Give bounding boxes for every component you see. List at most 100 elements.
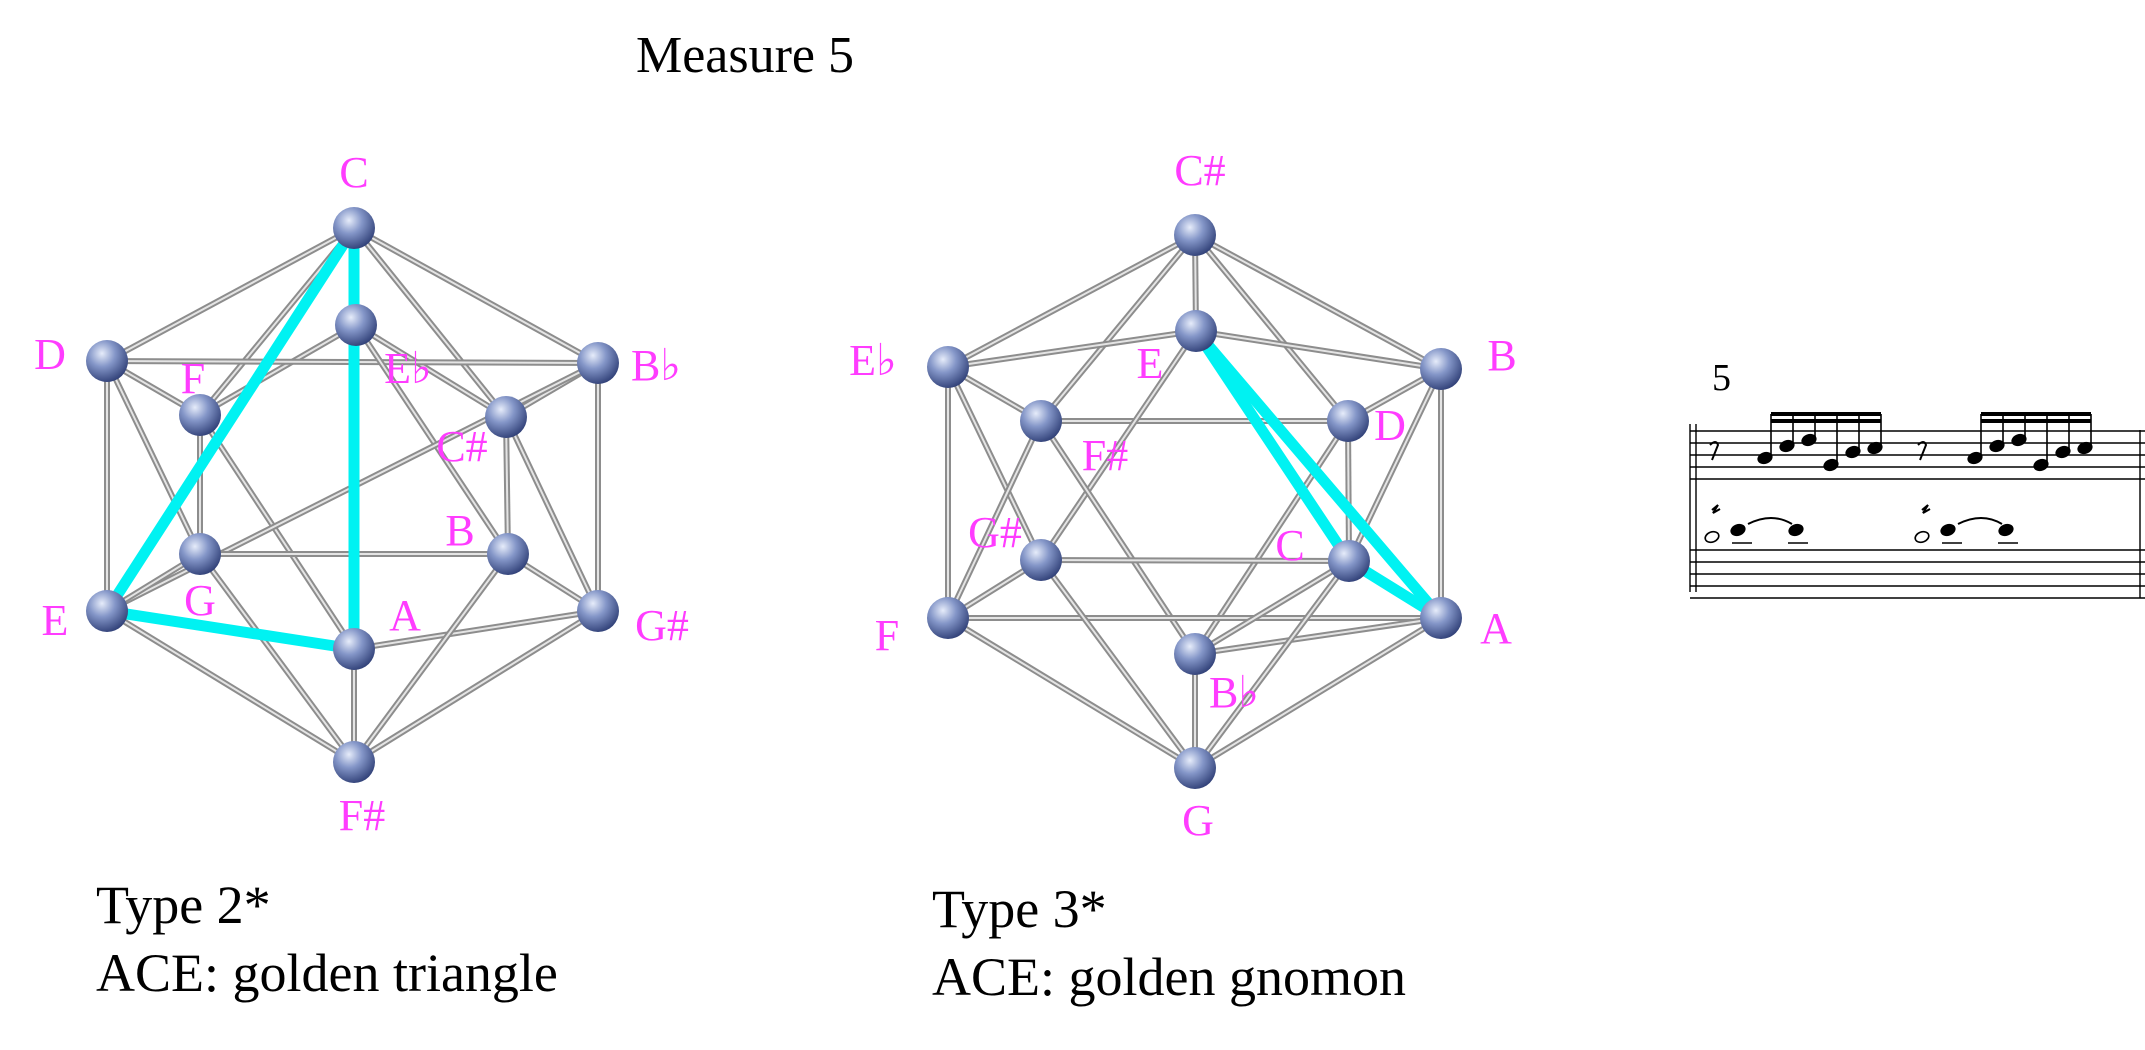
rest (1711, 504, 1721, 514)
highlight-edge (101, 605, 360, 655)
caption-left-description: ACE: golden triangle (96, 943, 558, 1003)
node-g (1174, 747, 1216, 789)
highlight-triangle-left (101, 222, 360, 655)
edge (1193, 232, 1443, 372)
node-d (86, 340, 128, 382)
edge (1193, 615, 1443, 771)
edge (351, 552, 511, 764)
node-a (1420, 597, 1462, 639)
edge (1195, 328, 1442, 372)
label-e: E (1137, 339, 1164, 388)
node-e (1175, 310, 1217, 352)
node-f (927, 597, 969, 639)
edge (1193, 558, 1351, 657)
notehead (1998, 523, 2014, 537)
node-csharp (1174, 214, 1216, 256)
node-eb (335, 304, 377, 346)
edge (503, 416, 511, 555)
nodes-right (927, 214, 1462, 789)
label-gsharp: G# (635, 601, 689, 650)
edge (945, 419, 1044, 620)
label-bb: B♭ (1209, 668, 1259, 717)
node-fsharp (1020, 400, 1062, 442)
caption-right-type: Type 3* (932, 879, 1107, 939)
page-title: Measure 5 (635, 27, 855, 84)
edge (198, 322, 358, 418)
caption-left: Type 2* ACE: golden triangle (96, 871, 558, 1007)
rest (1921, 504, 1931, 514)
label-gsharp: G# (968, 508, 1022, 557)
edge (1192, 559, 1352, 770)
edge (1038, 233, 1198, 423)
node-bb (1174, 633, 1216, 675)
label-a: A (389, 591, 421, 640)
label-eb: E♭ (849, 336, 897, 385)
label-csharp: C# (1174, 146, 1225, 195)
node-b (487, 533, 529, 575)
label-fsharp: F# (1082, 431, 1128, 480)
edge (1038, 329, 1199, 562)
caption-right-description: ACE: golden gnomon (932, 947, 1406, 1007)
label-c: C (1275, 521, 1304, 570)
staff-lines (1689, 424, 2145, 599)
node-fsharp (333, 741, 375, 783)
label-c: C (339, 148, 368, 197)
edge (351, 226, 509, 419)
label-bb: B♭ (631, 341, 681, 390)
tie (1957, 517, 2003, 525)
label-fsharp: F# (339, 791, 385, 840)
edge (946, 232, 1197, 370)
tie (1747, 517, 1793, 525)
edge (1040, 557, 1350, 564)
edge (197, 413, 357, 651)
node-a (333, 628, 375, 670)
edge (946, 615, 1197, 771)
notehead (1704, 530, 1720, 544)
edge (105, 608, 356, 765)
label-g: G (184, 576, 216, 625)
node-eb (927, 346, 969, 388)
edge (105, 225, 356, 364)
label-g: G (1182, 796, 1214, 845)
label-f: F (875, 611, 899, 660)
label-d: D (1374, 401, 1406, 450)
edge (1038, 558, 1198, 770)
notehead (1788, 523, 1804, 537)
highlight-triangle-right (1190, 325, 1447, 624)
edge (1192, 233, 1351, 423)
caption-left-type: Type 2* (96, 875, 271, 935)
edge (352, 608, 600, 765)
node-c (1328, 540, 1370, 582)
edge (1194, 615, 1442, 657)
edge (945, 365, 1044, 562)
node-csharp (485, 396, 527, 438)
nodes-left (86, 207, 619, 783)
label-b: B (1487, 331, 1516, 380)
label-eb: E♭ (384, 344, 432, 393)
node-b (1420, 348, 1462, 390)
edge (947, 328, 1197, 370)
edge (353, 608, 599, 652)
label-csharp: C# (436, 422, 487, 471)
node-g (179, 533, 221, 575)
edge (354, 322, 508, 420)
notehead (1914, 530, 1930, 544)
label-d: D (34, 330, 66, 379)
edge (1345, 420, 1352, 562)
upper-voice-notes (1709, 412, 2093, 472)
edge (197, 552, 357, 764)
highlight-edge (1190, 325, 1447, 624)
lower-voice-notes (1704, 504, 2018, 544)
node-d (1327, 400, 1369, 442)
measure-number: 5 (1712, 357, 1731, 399)
node-f (179, 394, 221, 436)
label-b: B (445, 506, 474, 555)
label-f: F (181, 354, 205, 403)
node-c (333, 207, 375, 249)
edge (503, 415, 601, 613)
edge (104, 359, 203, 556)
node-e (86, 590, 128, 632)
